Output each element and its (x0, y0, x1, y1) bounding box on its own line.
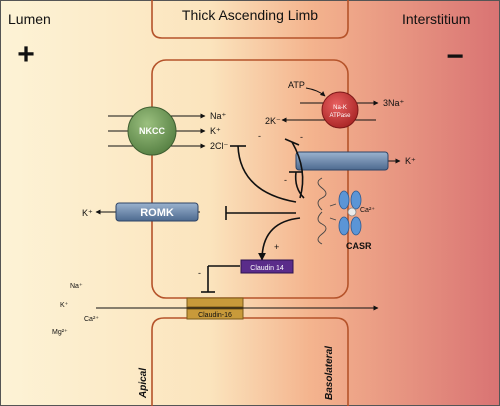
stimulate-claudin14-line (258, 217, 301, 261)
claudin14-body (240, 259, 294, 274)
basolateral-label: Basolateral (324, 346, 335, 400)
paracellular-flux: Na⁺ K⁺ Ca²⁺ Mg²⁺ (52, 283, 379, 336)
claudin14-label: Claudin 14 (250, 265, 284, 272)
casr-subunit-top-right (350, 190, 362, 210)
para-ion-na: Na⁺ (70, 283, 83, 290)
casr-membrane-loops (317, 177, 327, 245)
casr-label: CASR (346, 241, 372, 251)
lumen-sign: + (17, 38, 35, 71)
bottom-cell-outline (151, 317, 349, 406)
inhibit-nkcc-line (237, 145, 297, 203)
k-channel-body (295, 151, 389, 171)
claudin16-body (186, 308, 244, 320)
minus-sign-atpase: - (300, 132, 303, 142)
top-cell-outline (151, 0, 349, 39)
para-ion-k: K⁺ (60, 302, 69, 309)
claudin16-label: Claudin-16 (198, 312, 232, 319)
basolateral-k-channel: K⁺ (295, 151, 416, 171)
para-ion-mg: Mg²⁺ (52, 329, 68, 336)
k-channel-ion: K⁺ (405, 156, 416, 166)
nak-atpase-label-2: ATPase (330, 113, 352, 119)
claudin-14: Claudin 14 - (198, 259, 294, 293)
nak-out-ion: 3Na⁺ (383, 98, 405, 108)
romk-body (115, 202, 199, 222)
minus-sign-nkcc: - (258, 131, 261, 141)
casr-subunit-bottom-right (350, 216, 362, 236)
nak-in-ion: 2K⁻ (265, 116, 281, 126)
nkcc-label: NKCC (139, 126, 165, 136)
nkcc-circle (127, 106, 177, 156)
casr-subunit-top-left (338, 190, 350, 210)
interstitium-sign: − (446, 40, 464, 73)
apical-label: Apical (138, 368, 149, 399)
nkcc-transporter: NKCC Na⁺ K⁺ 2Cl⁻ (108, 106, 229, 156)
main-cell-outline (151, 59, 349, 299)
nak-atpase-label-1: Na-K (333, 105, 347, 111)
casr-signaling-lines: - - - + (225, 131, 305, 261)
casr-subunit-bottom-left (338, 216, 350, 236)
minus-sign-claudin16: - (198, 268, 201, 278)
para-ion-ca: Ca²⁺ (84, 316, 99, 323)
casr-ion: Ca²⁺ (360, 207, 375, 214)
inhibit-kchannel-line (294, 171, 305, 199)
nkcc-ion-na: Na⁺ (210, 111, 227, 121)
claudin-16: Claudin-16 (186, 297, 244, 320)
plus-sign-claudin14: + (274, 242, 279, 252)
casr-receptor: Ca²⁺ CASR (317, 177, 375, 251)
claudin16-top (186, 297, 244, 308)
romk-label: ROMK (140, 207, 174, 219)
interstitium-label: Interstitium (402, 11, 470, 27)
romk-ion: K⁺ (82, 208, 93, 218)
lumen-label: Lumen (8, 11, 51, 27)
minus-sign-kchannel: - (284, 175, 287, 185)
romk-channel: ROMK K⁺ (82, 202, 200, 222)
nak-atpase-pump: Na-K ATPase ATP 3Na⁺ 2K⁻ (265, 80, 405, 129)
nkcc-ion-k: K⁺ (210, 126, 221, 136)
nkcc-ion-cl: 2Cl⁻ (210, 141, 229, 151)
tal-title: Thick Ascending Limb (182, 7, 318, 23)
calcium-ion-dot (347, 207, 357, 217)
nak-atpase-circle (321, 91, 359, 129)
atp-label: ATP (288, 80, 305, 90)
